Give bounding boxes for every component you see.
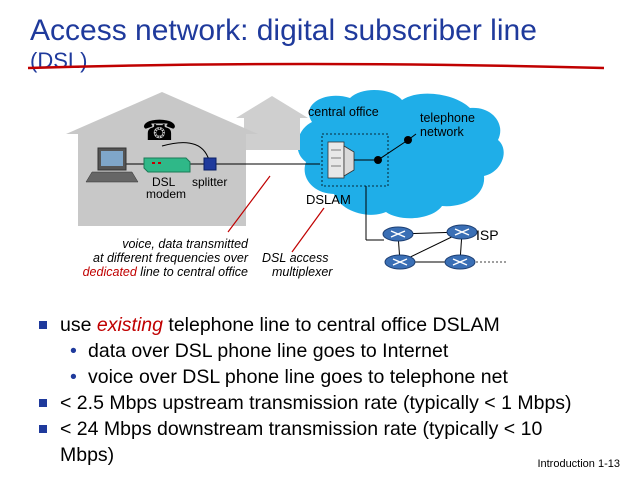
- dslam-label: DSLAM: [306, 192, 351, 207]
- router-icon: [382, 226, 414, 242]
- bullet-emphasis: existing: [96, 314, 163, 336]
- slide-footer: Introduction 1-13: [537, 458, 620, 470]
- sub-bullet-voice: voice over DSL phone line goes to teleph…: [36, 364, 626, 390]
- splitter-label: splitter: [192, 175, 227, 189]
- telephone-icon: ☎: [142, 114, 177, 147]
- bullet-upstream: < 2.5 Mbps upstream transmission rate (t…: [36, 390, 626, 416]
- sub-bullet-data: data over DSL phone line goes to Interne…: [36, 338, 626, 364]
- voice-note-line-3: dedicated line to central office: [83, 265, 248, 279]
- bullet-existing-line: use existing telephone line to central o…: [36, 312, 626, 338]
- small-house: [236, 96, 308, 150]
- voice-note-line-1: voice, data transmitted: [122, 237, 249, 251]
- bullet-downstream: < 24 Mbps downstream transmission rate (…: [36, 416, 626, 468]
- bullet-text: use: [60, 314, 97, 336]
- title-underline: [27, 62, 605, 70]
- voice-note-rest: line to central office: [137, 265, 248, 279]
- router-icon: [444, 254, 476, 270]
- dsl-diagram: ☎: [27, 62, 605, 279]
- telnet-line: [407, 133, 417, 141]
- router-icon: [446, 224, 478, 240]
- dsl-modem-icon: [143, 157, 191, 173]
- telephone-network-label-2: network: [420, 125, 465, 139]
- computer-icon: [85, 147, 139, 183]
- splitter-icon: [203, 157, 217, 171]
- bullet-list: use existing telephone line to central o…: [36, 312, 626, 468]
- central-office-box: [321, 133, 389, 187]
- page-title: Access network: digital subscriber line …: [30, 14, 537, 74]
- co-to-telnet: [377, 139, 409, 161]
- title-line-1: Access network: digital subscriber line: [30, 14, 537, 47]
- telephone-network-label-1: telephone: [420, 111, 475, 125]
- dslam-icon: [327, 141, 355, 179]
- dsl-access-label-2: multiplexer: [272, 265, 333, 279]
- pointer-stroke-line: [227, 175, 271, 233]
- router-icon: [384, 254, 416, 270]
- central-office-label: central office: [308, 105, 379, 119]
- dsl-access-label-1: DSL access: [262, 251, 328, 265]
- voice-note-line-2: at different frequencies over: [93, 251, 249, 265]
- voice-note-emphasis: dedicated: [83, 265, 138, 279]
- bullet-text: telephone line to central office DSLAM: [162, 314, 500, 336]
- dsl-modem-label-2: modem: [146, 187, 186, 201]
- isp-label: ISP: [476, 227, 499, 243]
- dsl-modem-label-1: DSL: [152, 175, 176, 189]
- pointer-stroke-dslam: [291, 207, 325, 253]
